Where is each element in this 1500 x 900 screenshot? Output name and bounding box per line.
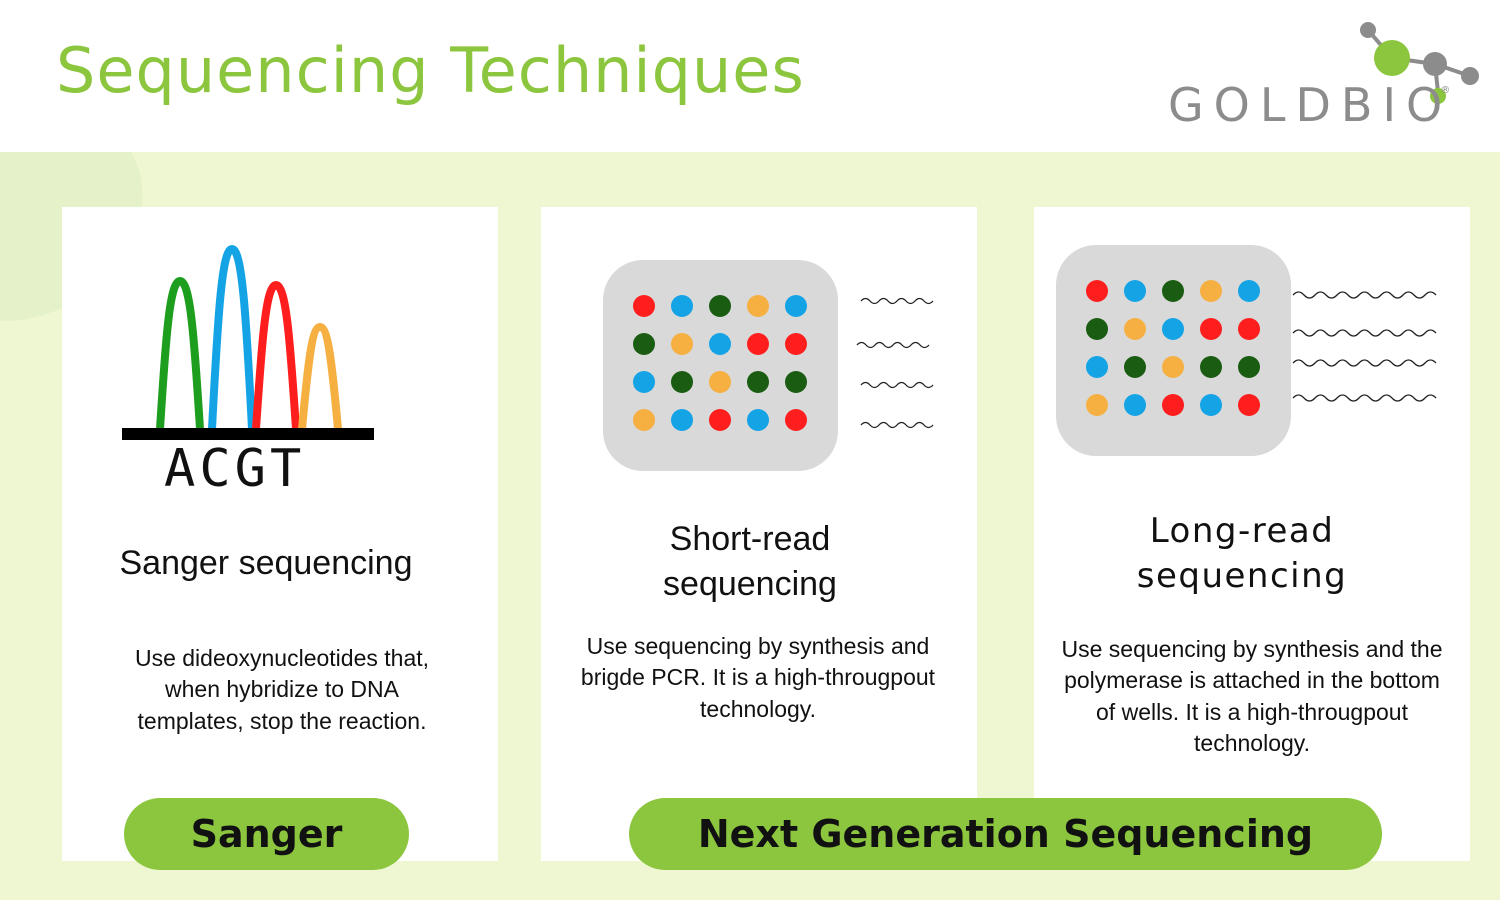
sequencing-dot: [1124, 356, 1146, 378]
ngs-pill: Next Generation Sequencing: [629, 798, 1382, 870]
sequencing-dot: [747, 295, 769, 317]
sequencing-dot: [747, 333, 769, 355]
card-short-read: Short-read sequencing Use sequencing by …: [541, 207, 977, 861]
sequencing-dot: [1086, 318, 1108, 340]
flow-cell-short-reads-icon: [603, 260, 838, 471]
read-wave: [860, 297, 934, 305]
sequencing-dot: [1086, 394, 1108, 416]
read-wave: [856, 341, 930, 349]
sequencing-dot: [785, 409, 807, 431]
card-sanger: ACGT Sanger sequencing Use dideoxynucleo…: [62, 207, 498, 861]
base-label: G: [234, 439, 270, 499]
sequencing-dot: [1200, 394, 1222, 416]
sequencing-dot: [1086, 280, 1108, 302]
base-labels: ACGT: [164, 439, 305, 499]
sequencing-dot: [1162, 318, 1184, 340]
sequencing-dot: [747, 371, 769, 393]
read-wave: [860, 421, 934, 429]
sequencing-dot: [1124, 394, 1146, 416]
page-title: Sequencing Techniques: [56, 34, 805, 107]
goldbio-logo-text: GOLDBIO: [1168, 78, 1453, 132]
read-wave: [1292, 394, 1437, 402]
sequencing-dot: [709, 333, 731, 355]
read-wave: [1292, 329, 1437, 337]
sequencing-dot: [709, 295, 731, 317]
sequencing-dot: [1238, 280, 1260, 302]
flow-cell-long-reads-icon: [1056, 245, 1291, 456]
goldbio-logo: GOLDBIO®: [1168, 78, 1472, 132]
sequencing-dot: [1086, 356, 1108, 378]
sequencing-dot: [633, 371, 655, 393]
sequencing-dot: [1124, 318, 1146, 340]
sequencing-dot: [1162, 356, 1184, 378]
read-wave: [1292, 359, 1437, 367]
sequencing-dot: [633, 333, 655, 355]
sanger-chromatogram-icon: [122, 244, 374, 440]
sequencing-dot: [785, 333, 807, 355]
header: Sequencing Techniques GOLDBIO®: [0, 0, 1500, 152]
read-wave: [860, 381, 934, 389]
card-title: Long-read sequencing: [1136, 511, 1348, 596]
long-read-waves-icon: [1292, 291, 1437, 402]
sequencing-dot: [1238, 356, 1260, 378]
sequencing-dot: [671, 333, 693, 355]
card-description: Use dideoxynucleotides that, when hybrid…: [134, 645, 430, 734]
base-label: T: [269, 439, 306, 499]
base-label: C: [199, 439, 235, 499]
sequencing-dot: [671, 409, 693, 431]
sequencing-dot: [671, 295, 693, 317]
sequencing-dot: [1200, 280, 1222, 302]
sequencing-dot: [1124, 280, 1146, 302]
sequencing-dot: [1238, 394, 1260, 416]
sequencing-dot: [633, 295, 655, 317]
sequencing-dot: [709, 371, 731, 393]
card-title: Sanger sequencing: [119, 544, 413, 582]
base-label: A: [164, 439, 200, 499]
sequencing-dot: [785, 371, 807, 393]
short-read-waves-icon: [856, 297, 934, 429]
sequencing-dot: [1200, 356, 1222, 378]
sanger-pill: Sanger: [124, 798, 409, 870]
sequencing-dot: [785, 295, 807, 317]
sequencing-dot: [709, 409, 731, 431]
registered-mark: ®: [1440, 85, 1461, 96]
sequencing-dot: [1162, 280, 1184, 302]
card-description: Use sequencing by synthesis and brigde P…: [580, 633, 936, 722]
sequencing-dot: [1162, 394, 1184, 416]
card-title: Short-read sequencing: [663, 520, 837, 603]
read-wave: [1292, 291, 1437, 299]
sequencing-dot: [747, 409, 769, 431]
goldbio-logo-molecule-icon: [1360, 22, 1479, 104]
card-long-read: Long-read sequencing Use sequencing by s…: [1034, 207, 1470, 861]
sequencing-dot: [1200, 318, 1222, 340]
sequencing-dot: [633, 409, 655, 431]
card-description: Use sequencing by synthesis and the poly…: [1061, 636, 1443, 756]
sequencing-dot: [1238, 318, 1260, 340]
sequencing-dot: [671, 371, 693, 393]
